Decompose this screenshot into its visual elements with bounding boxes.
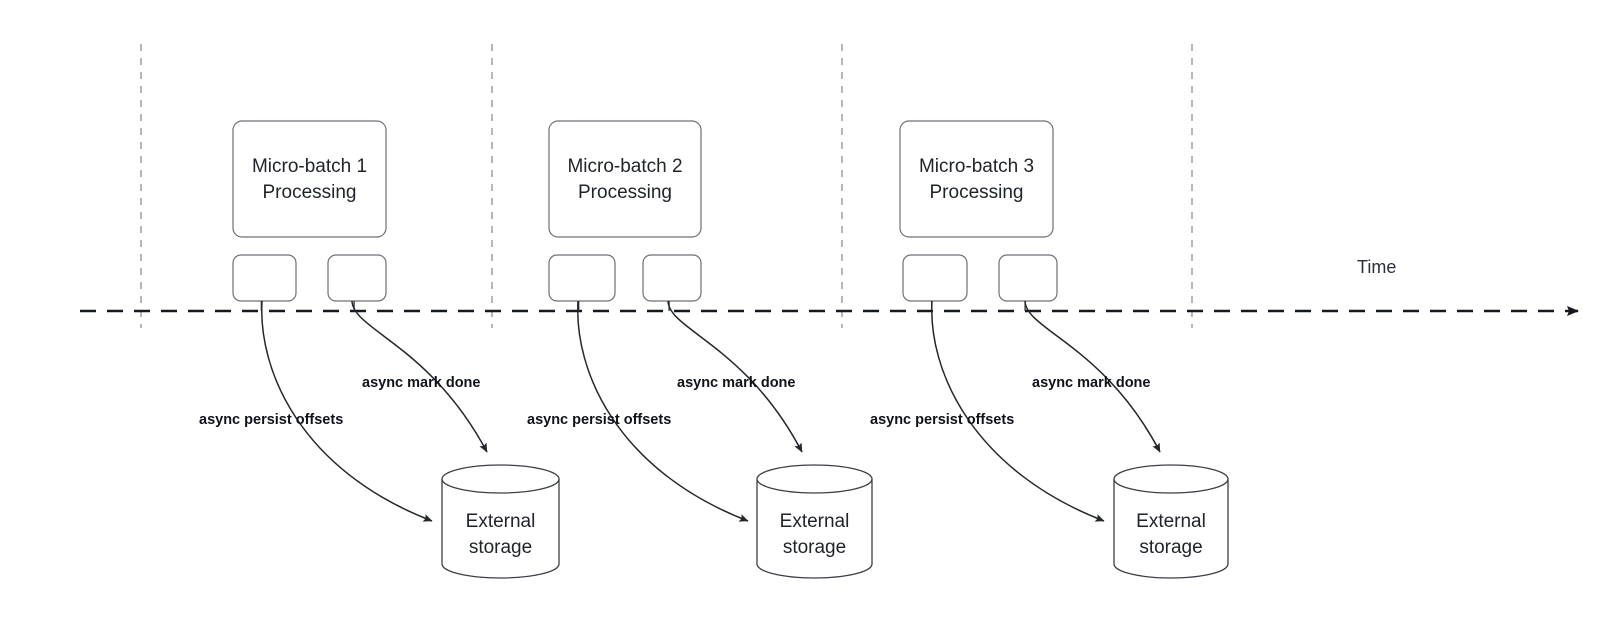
batch-3-edge-persist-offsets (931, 300, 1105, 522)
batch-2-storage-cylinder-top (756, 464, 873, 494)
batch-1-task-box-persist[interactable] (232, 254, 297, 302)
batch-2-label-line2: Processing (578, 182, 672, 203)
batch-1-storage-cylinder-top (441, 464, 560, 494)
batch-1-storage-cylinder-body[interactable] (441, 478, 560, 579)
batch-2-edge-mark-done (667, 300, 803, 453)
batch-3-edge-mark-done-label: async mark done (1032, 375, 1150, 391)
batch-3-storage-label-line1: External (1136, 511, 1206, 532)
batch-1-processing-box[interactable] (232, 120, 387, 238)
timeline-group: Time (80, 257, 1579, 316)
batch-3-task-box-persist[interactable] (902, 254, 968, 302)
batch-1-storage-label-line2: storage (469, 537, 532, 558)
batch-3-processing-box[interactable] (899, 120, 1054, 238)
batch-3-edge-mark-done (1024, 300, 1161, 453)
batch-2-storage-cylinder-body[interactable] (756, 478, 873, 579)
batch-1-edge-persist-offsets (261, 300, 433, 522)
batch-2-storage-label-line2: storage (783, 537, 846, 558)
batch-3-label-line1: Micro-batch 3 (919, 156, 1034, 177)
batch-1-edge-mark-done (351, 300, 488, 453)
batch-2-task-box-persist[interactable] (548, 254, 616, 302)
batch-3-task-box-mark[interactable] (998, 254, 1058, 302)
batch-3-storage-cylinder-body[interactable] (1113, 478, 1229, 579)
tick-lines-group (140, 44, 1193, 328)
batch-3-edge-persist-offsets-label: async persist offsets (870, 412, 1014, 428)
batch-2-processing-box[interactable] (548, 120, 702, 238)
batch-1-storage-label-line1: External (466, 511, 536, 532)
batch-1-edge-mark-done-label: async mark done (362, 375, 480, 391)
batch-3-storage-cylinder-top (1113, 464, 1229, 494)
batch-1-edge-persist-offsets-label: async persist offsets (199, 412, 343, 428)
batch-3-label-line2: Processing (930, 182, 1024, 203)
batch-2-label-line1: Micro-batch 2 (567, 156, 682, 177)
batch-1-label-line1: Micro-batch 1 (252, 156, 367, 177)
batch-2-storage-label-line1: External (780, 511, 850, 532)
batch-1-label-line2: Processing (263, 182, 357, 203)
batch-3-storage-label-line2: storage (1139, 537, 1202, 558)
time-axis-label: Time (1357, 257, 1396, 277)
batch-1-task-box-mark[interactable] (327, 254, 387, 302)
batch-2-edge-persist-offsets (577, 300, 749, 522)
batch-2-edge-mark-done-label: async mark done (677, 375, 795, 391)
batch-2-task-box-mark[interactable] (642, 254, 702, 302)
batch-2-edge-persist-offsets-label: async persist offsets (527, 412, 671, 428)
